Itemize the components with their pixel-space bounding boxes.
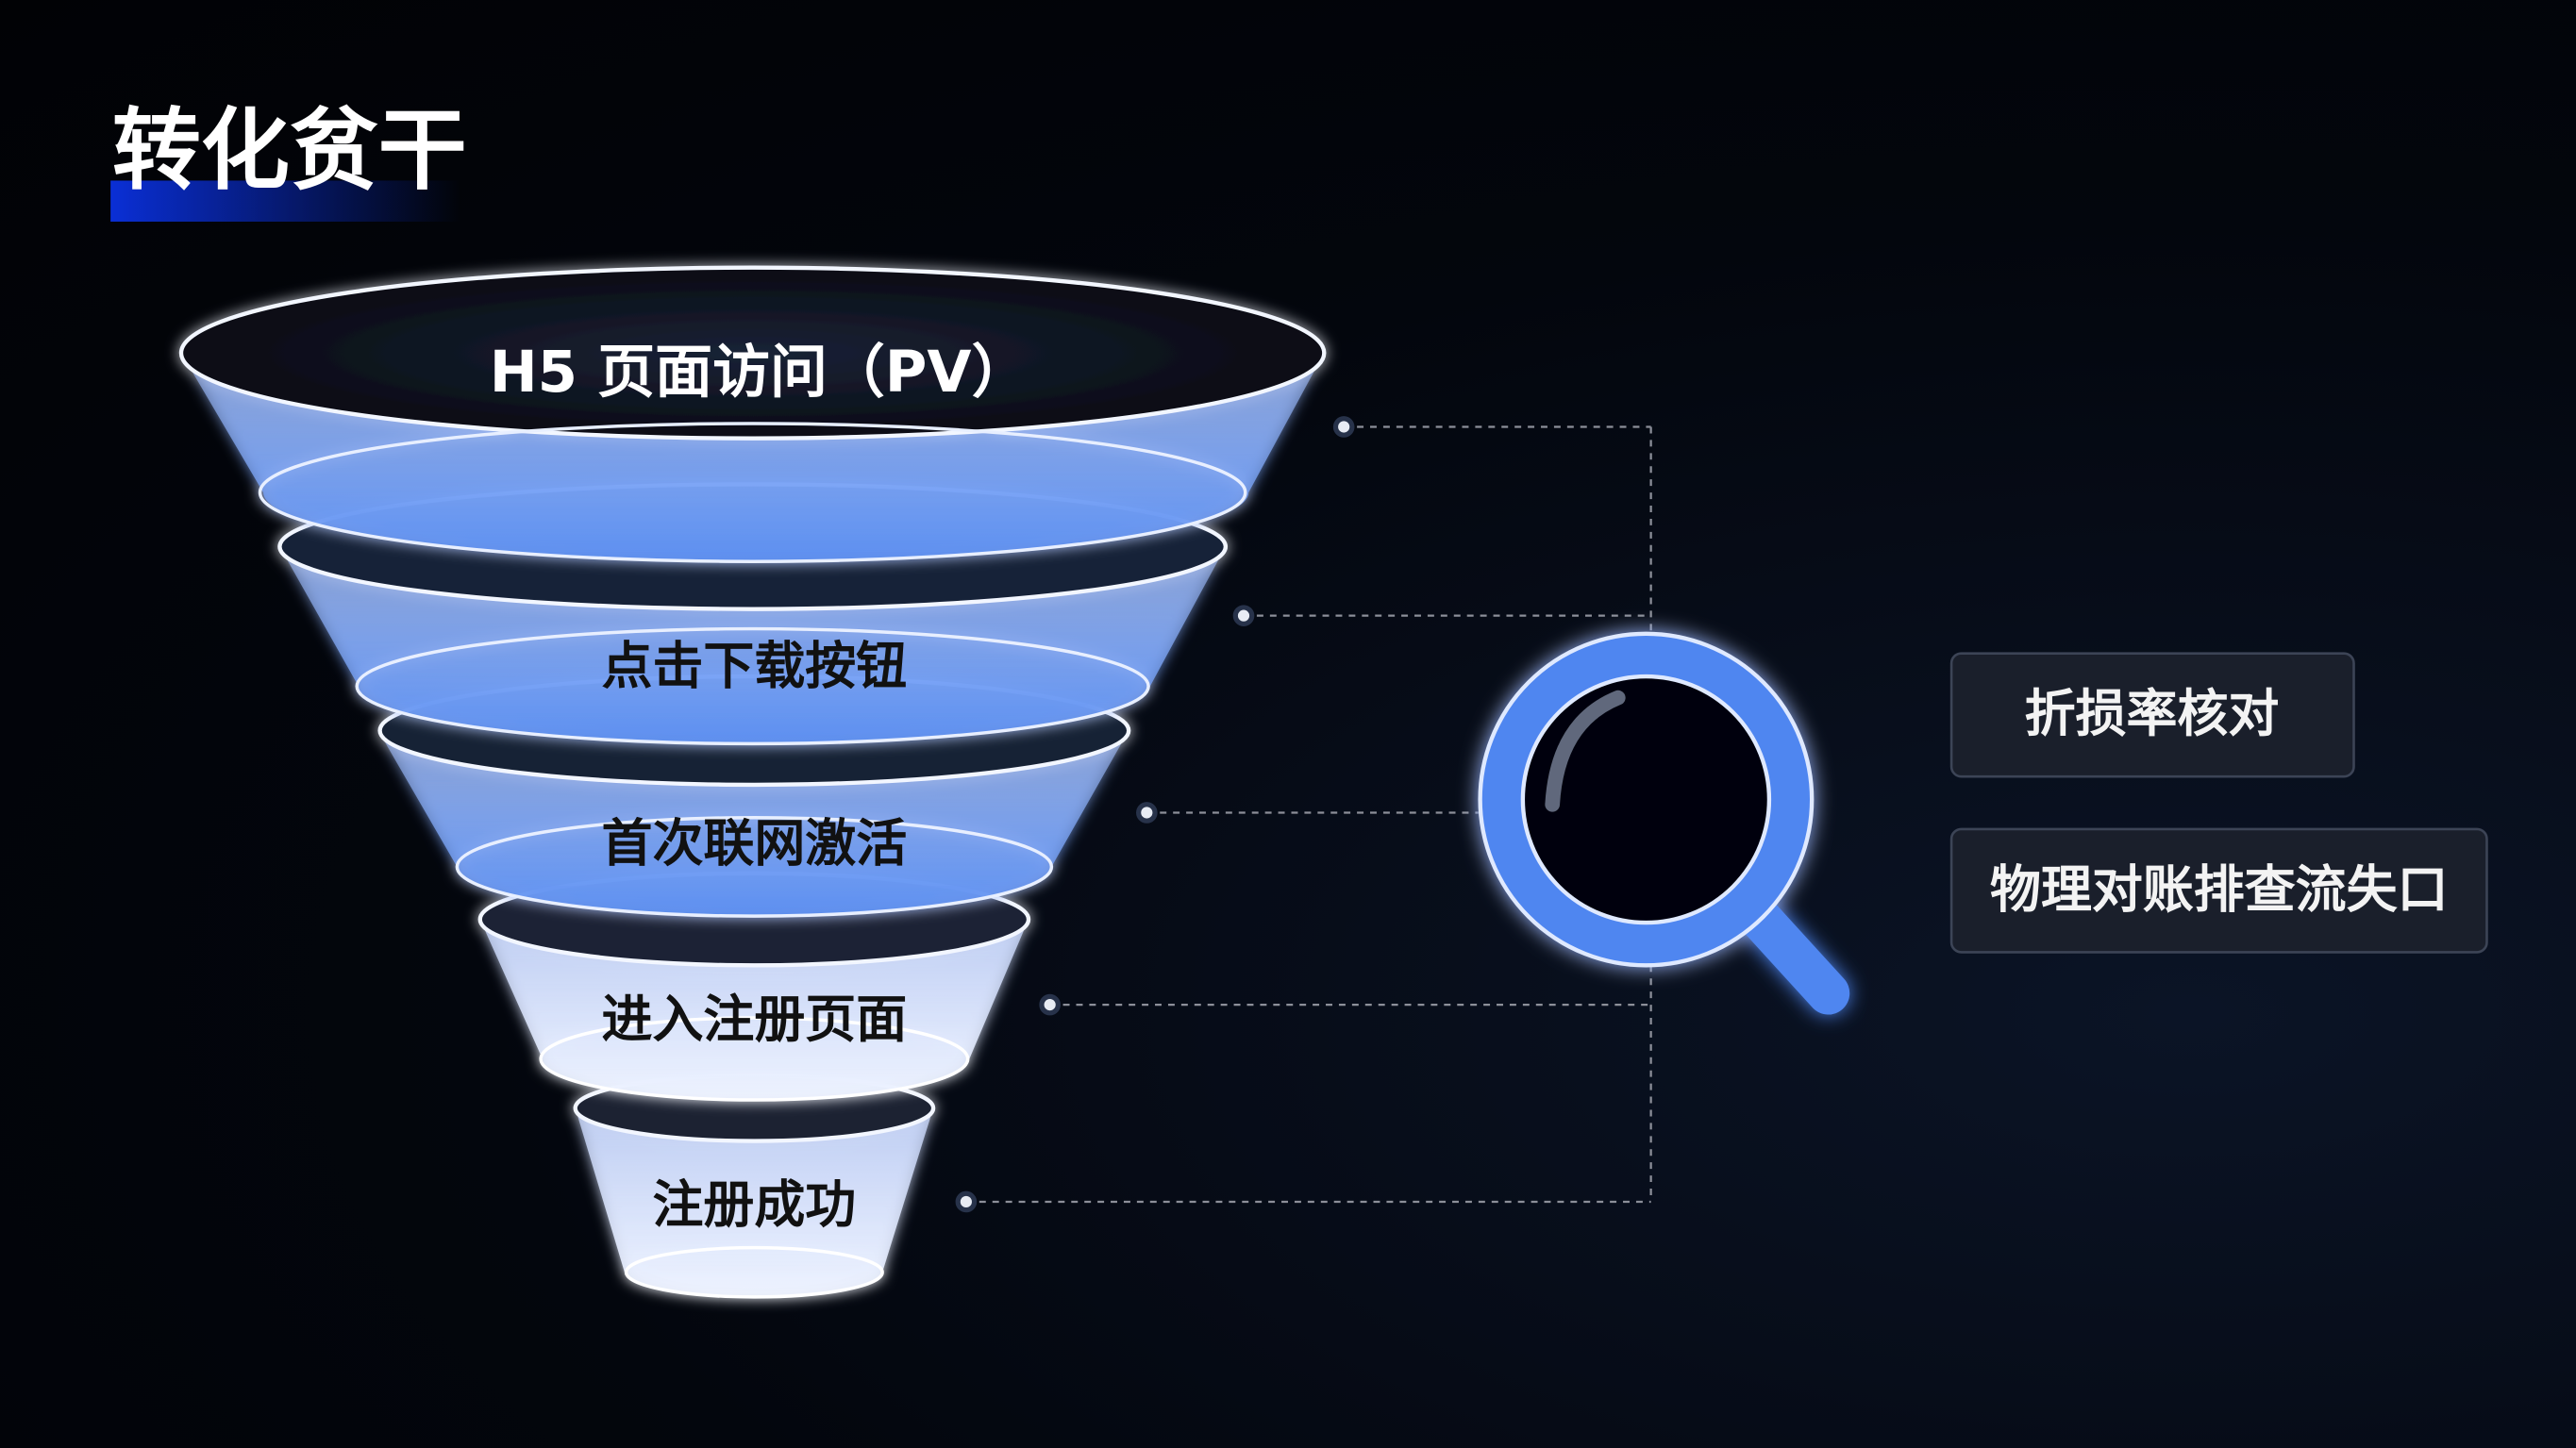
- title-underline-bar: [110, 180, 460, 222]
- funnel-stage-label-4: 进入注册页面: [602, 990, 908, 1049]
- callout-box-1: 折损率核对: [1949, 652, 2355, 778]
- funnel-stage-label-2: 点击下载按钮: [602, 637, 908, 696]
- callout-box-2: 物理对账排查流失口: [1949, 827, 2488, 954]
- page-title: 转化贫干: [112, 99, 467, 202]
- callout-label-1: 折损率核对: [2025, 684, 2280, 743]
- funnel-stage-label-3: 首次联网激活: [602, 814, 908, 874]
- connector-dots: [955, 416, 1355, 1213]
- funnel-stage-label-5: 注册成功: [653, 1175, 857, 1235]
- callout-label-2: 物理对账排查流失口: [1990, 859, 2448, 919]
- funnel-stage-label-1: H5 页面访问（PV）: [490, 339, 1029, 406]
- funnel-stage-1: [178, 265, 1327, 563]
- search-icon: [1478, 631, 1850, 1015]
